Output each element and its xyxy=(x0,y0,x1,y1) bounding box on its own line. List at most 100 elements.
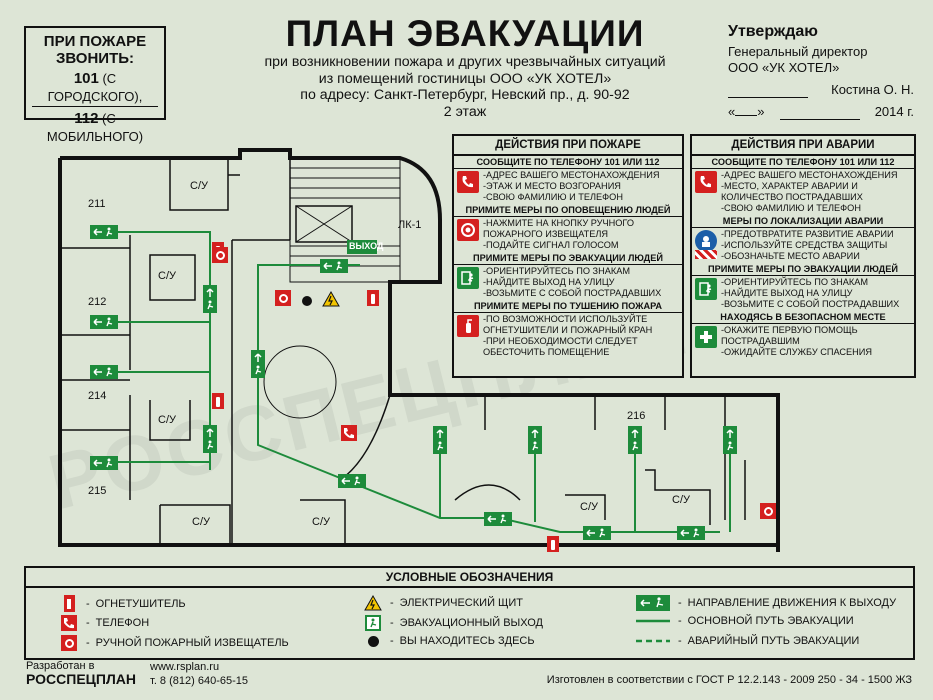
legend: УСЛОВНЫЕ ОБОЗНАЧЕНИЯ -ОГНЕТУШИТЕЛЬ-ТЕЛЕФ… xyxy=(24,566,915,660)
fire-actions-panel: ДЕЙСТВИЯ ПРИ ПОЖАРЕ СООБЩИТЕ ПО ТЕЛЕФОНУ… xyxy=(452,134,684,378)
accident-section-title-1: МЕРЫ ПО ЛОКАЛИЗАЦИИ АВАРИИ xyxy=(692,215,914,228)
phone-icon xyxy=(457,171,479,193)
fire-line: -ВОЗЬМИТЕ С СОБОЙ ПОСТРАДАВШИХ xyxy=(483,288,662,298)
fire-line: -НАЙДИТЕ ВЫХОД НА УЛИЦУ xyxy=(483,277,615,287)
fire-section-text-2: -ОРИЕНТИРУЙТЕСЬ ПО ЗНАКАМ-НАЙДИТЕ ВЫХОД … xyxy=(483,266,661,299)
phone-icon xyxy=(61,615,77,631)
city-number: 101 xyxy=(73,70,99,87)
accident-line: ПОСТРАДАВШИМ xyxy=(721,336,800,346)
legend-label: ЭВАКУАЦИОННЫЙ ВЫХОД xyxy=(399,617,544,629)
page-title: ПЛАН ЭВАКУАЦИИ xyxy=(285,13,645,54)
standard-note: Изготовлен в соответствии с ГОСТ Р 12.2.… xyxy=(546,674,912,686)
wc-3: С/У xyxy=(158,414,176,426)
dev-label: Разработан в xyxy=(26,660,95,672)
accident-section-title-2: ПРИМИТЕ МЕРЫ ПО ЭВАКУАЦИИ ЛЮДЕЙ xyxy=(692,263,914,276)
fire-line: -НАЖМИТЕ НА КНОПКУ РУЧНОГО xyxy=(483,218,635,228)
legend-dash: - xyxy=(390,597,394,609)
legend-alarm: -РУЧНОЙ ПОЖАРНЫЙ ИЗВЕЩАТЕЛЬ xyxy=(58,635,289,651)
legend-direction: -НАПРАВЛЕНИЕ ДВИЖЕНИЯ К ВЫХОДУ xyxy=(634,595,896,611)
extinguisher-icon xyxy=(457,315,479,337)
exit-direction-sign xyxy=(251,350,265,378)
fire-section-title-0: СООБЩИТЕ ПО ТЕЛЕФОНУ 101 ИЛИ 112 xyxy=(454,156,682,169)
you-are-here-icon xyxy=(367,635,379,647)
fire-section-text-1: -НАЖМИТЕ НА КНОПКУ РУЧНОГО ПОЖАРНОГО ИЗВ… xyxy=(483,218,634,251)
legend-symbol xyxy=(58,635,80,651)
fire-alarm-icon xyxy=(212,247,228,263)
fire-section-row-2: -ОРИЕНТИРУЙТЕСЬ ПО ЗНАКАМ-НАЙДИТЕ ВЫХОД … xyxy=(454,265,682,300)
wc-5: С/У xyxy=(312,516,330,528)
accident-line: КОЛИЧЕСТВО ПОСТРАДАВШИХ xyxy=(721,192,863,202)
accident-line: -АДРЕС ВАШЕГО МЕСТОНАХОЖДЕНИЯ xyxy=(721,170,898,180)
fire-line: ПОЖАРНОГО ИЗВЕЩАТЕЛЯ xyxy=(483,229,609,239)
legend-dash: - xyxy=(390,635,394,647)
legend-symbol xyxy=(634,595,672,611)
subtitle-line-4: 2 этаж xyxy=(443,103,487,120)
legend-symbol xyxy=(362,615,384,631)
legend-label: НАПРАВЛЕНИЕ ДВИЖЕНИЯ К ВЫХОДУ xyxy=(687,597,897,609)
alt-path-line xyxy=(636,639,670,643)
fire-alarm-icon xyxy=(760,503,776,519)
accident-line: -ПРЕДОТВРАТИТЕ РАЗВИТИЕ АВАРИИ xyxy=(721,229,894,239)
accident-line: -ВОЗЬМИТЕ С СОБОЙ ПОСТРАДАВШИХ xyxy=(721,299,900,309)
accident-line: -ОРИЕНТИРУЙТЕСЬ ПО ЗНАКАМ xyxy=(721,277,868,287)
approval-position: Генеральный директор xyxy=(728,44,868,59)
fire-line: -ПРИ НЕОБХОДИМОСТИ СЛЕДУЕТ xyxy=(483,336,638,346)
call-heading-1: ПРИ ПОЖАРЕ xyxy=(43,33,147,50)
legend-dash: - xyxy=(678,615,682,627)
subtitle-line-1: при возникновении пожара и других чрезвы… xyxy=(264,54,666,70)
accident-section-text-0: -АДРЕС ВАШЕГО МЕСТОНАХОЖДЕНИЯ-МЕСТО, ХАР… xyxy=(721,170,898,214)
legend-symbol xyxy=(362,635,384,647)
fire-section-text-3: -ПО ВОЗМОЖНОСТИ ИСПОЛЬЗУЙТЕ ОГНЕТУШИТЕЛИ… xyxy=(483,314,652,358)
room-215: 215 xyxy=(88,485,107,497)
accident-section-row-0: -АДРЕС ВАШЕГО МЕСТОНАХОЖДЕНИЯ-МЕСТО, ХАР… xyxy=(692,169,914,215)
fire-alarm-icon xyxy=(275,290,291,306)
exit-direction-sign xyxy=(90,365,118,379)
exit-direction-sign xyxy=(433,426,447,454)
fire-sections: СООБЩИТЕ ПО ТЕЛЕФОНУ 101 ИЛИ 112-АДРЕС В… xyxy=(454,156,682,359)
approval-block: Утверждаю Генеральный директор ООО «УК Х… xyxy=(728,24,914,120)
accident-sections: СООБЩИТЕ ПО ТЕЛЕФОНУ 101 ИЛИ 112-АДРЕС В… xyxy=(692,156,914,359)
electric-panel-icon xyxy=(364,595,382,611)
legend-phone: -ТЕЛЕФОН xyxy=(58,615,149,631)
exit-icon xyxy=(695,278,717,300)
fire-line: ОБЕСТОЧИТЬ ПОМЕЩЕНИЕ xyxy=(483,347,610,357)
wc-6: С/У xyxy=(580,501,598,513)
exit-icon xyxy=(457,267,479,289)
approval-heading: Утверждаю xyxy=(728,23,818,40)
exit-direction-sign xyxy=(677,526,705,540)
evacuation-path xyxy=(95,231,731,533)
approval-signature-line: Костина О. Н. xyxy=(728,82,914,98)
exit-label: ВЫХОД xyxy=(349,241,384,251)
subtitle-line-2: из помещений гостиницы ООО «УК ХОТЕЛ» xyxy=(318,70,612,87)
exit-direction-sign xyxy=(628,426,642,454)
lobby-circle xyxy=(263,345,337,419)
exit-direction-sign xyxy=(90,225,118,239)
dev-company: РОССПЕЦПЛАН xyxy=(26,671,136,687)
legend-dash: - xyxy=(86,637,90,649)
inner-walls xyxy=(60,160,746,545)
legend-label: ОГНЕТУШИТЕЛЬ xyxy=(95,597,186,610)
alarm-button-icon xyxy=(457,219,479,241)
room-216: 216 xyxy=(627,410,646,422)
room-211: 211 xyxy=(88,198,106,210)
exit-direction-sign xyxy=(203,425,217,453)
accident-section-text-2: -ОРИЕНТИРУЙТЕСЬ ПО ЗНАКАМ-НАЙДИТЕ ВЫХОД … xyxy=(721,277,899,310)
legend-symbol xyxy=(362,595,384,611)
legend-dash: - xyxy=(86,617,90,629)
exit-direction-sign xyxy=(338,474,366,488)
call-box: ПРИ ПОЖАРЕ ЗВОНИТЬ: 101 (С ГОРОДСКОГО), … xyxy=(24,26,166,144)
phone-icon xyxy=(341,425,357,441)
approval-name: Костина О. Н. xyxy=(831,82,914,97)
exit-sign-exit xyxy=(347,240,377,254)
date-day: «» xyxy=(728,104,764,120)
city-number-line: 101 (С ГОРОДСКОГО), xyxy=(32,70,158,107)
stair-label: ЛК-1 xyxy=(398,219,422,231)
extinguisher-icon xyxy=(367,290,379,306)
quote-open: « xyxy=(728,104,736,119)
first-aid-icon xyxy=(695,326,717,348)
accident-line: -МЕСТО, ХАРАКТЕР АВАРИИ И xyxy=(721,181,858,191)
accident-section-text-1: -ПРЕДОТВРАТИТЕ РАЗВИТИЕ АВАРИИ-ИСПОЛЬЗУЙ… xyxy=(721,229,894,262)
exit-direction-sign xyxy=(636,595,670,611)
fire-section-row-1: -НАЖМИТЕ НА КНОПКУ РУЧНОГО ПОЖАРНОГО ИЗВ… xyxy=(454,217,682,252)
fire-section-title-1: ПРИМИТЕ МЕРЫ ПО ОПОВЕЩЕНИЮ ЛЮДЕЙ xyxy=(454,204,682,217)
